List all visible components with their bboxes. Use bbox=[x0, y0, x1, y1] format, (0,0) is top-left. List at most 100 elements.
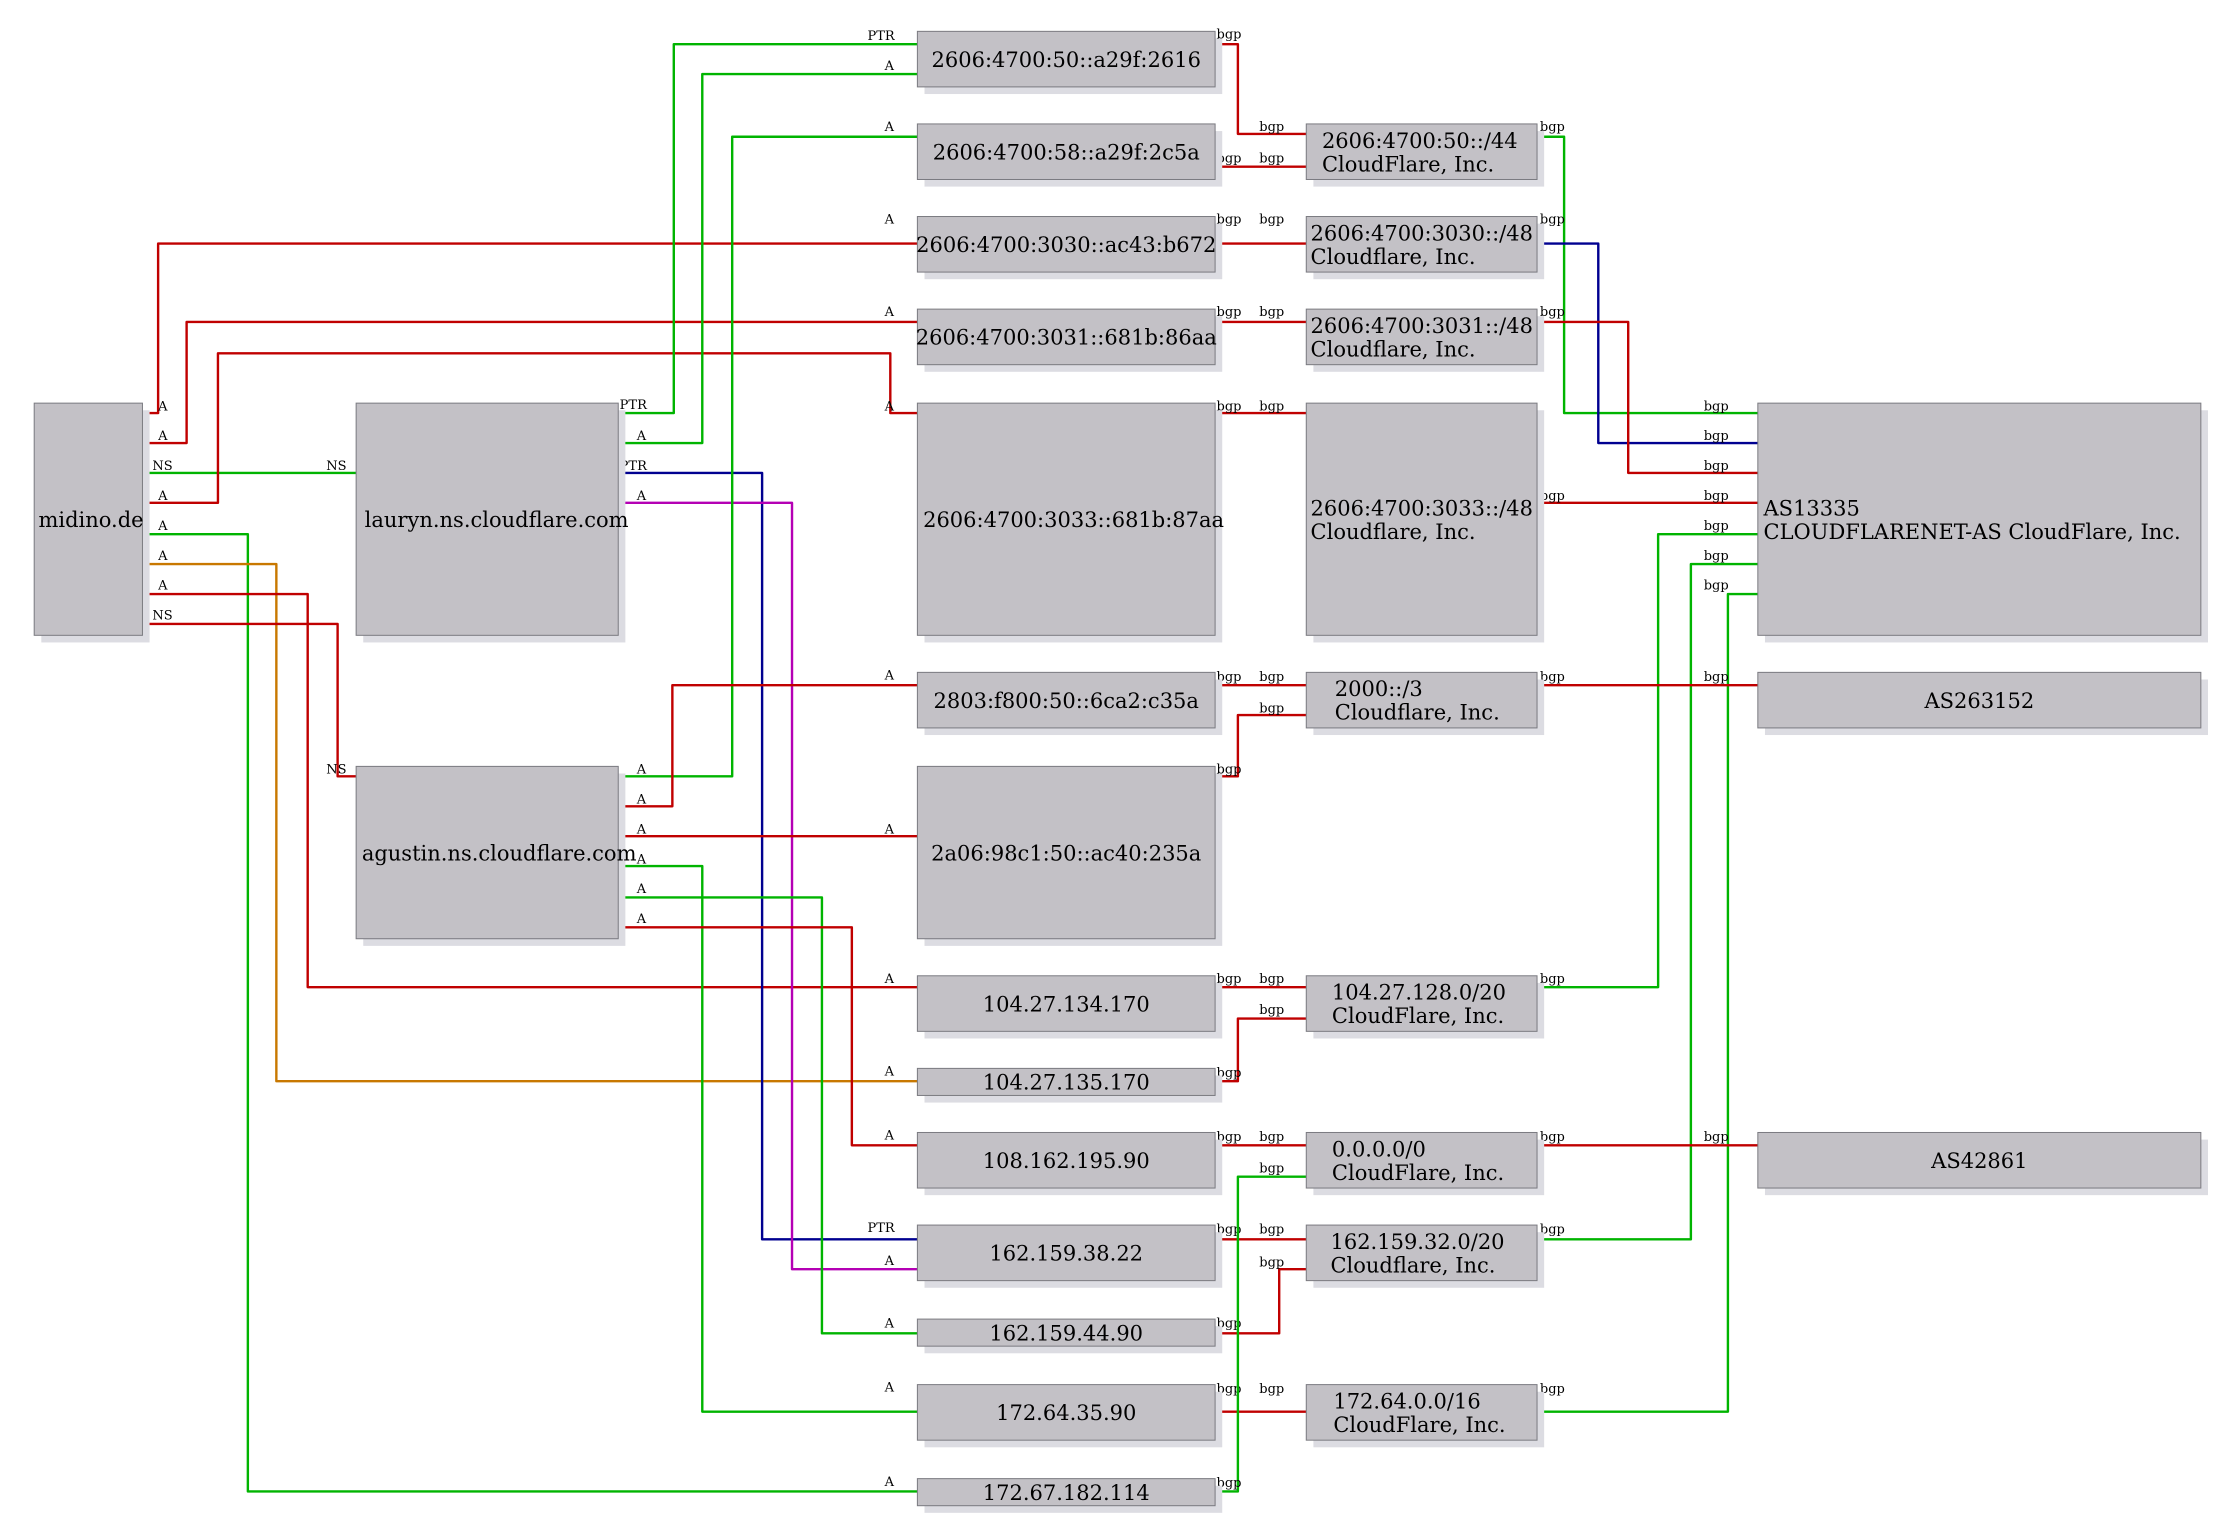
edge-midino-to-ip_172_67-a bbox=[142, 532, 918, 1493]
edge-ip_135-to-pfx_104-bgp bbox=[1215, 1017, 1307, 1083]
edge-midino-to-ip_87aa-a bbox=[142, 352, 918, 505]
edge-agustin-to-ip_c35a-a bbox=[618, 683, 918, 808]
edge-label-target: A bbox=[884, 972, 895, 987]
node-box bbox=[916, 402, 1216, 636]
edge-label-target: bgp bbox=[1259, 399, 1284, 414]
edge-label-source: A bbox=[157, 549, 168, 564]
edge-label-source: bgp bbox=[1217, 1223, 1242, 1238]
node-label: 172.64.0.0/16 bbox=[1333, 1389, 1480, 1413]
edge-label-source: bgp bbox=[1217, 27, 1242, 42]
node-as263152[interactable]: AS263152 bbox=[1757, 671, 2208, 736]
node-midino[interactable]: midino.de bbox=[33, 402, 150, 643]
node-as42861[interactable]: AS42861 bbox=[1757, 1131, 2208, 1196]
edge-pfx_3031-to-as13335-bgp bbox=[1537, 320, 1758, 475]
edge-label-target: bgp bbox=[1704, 519, 1729, 534]
edge-label-source: PTR bbox=[620, 398, 648, 413]
edge-label-source: A bbox=[157, 519, 168, 534]
node-label: 2606:4700:3033::/48 bbox=[1311, 496, 1533, 520]
node-label: 2606:4700:50::a29f:2616 bbox=[932, 48, 1201, 72]
edge-ip_2616-to-pfx_50-bgp bbox=[1215, 42, 1307, 136]
node-ip-3822[interactable]: 162.159.38.22 bbox=[916, 1224, 1223, 1288]
edge-label-source: A bbox=[157, 579, 168, 594]
edge-label-target: NS bbox=[326, 763, 346, 778]
node-label: AS13335 bbox=[1763, 496, 1860, 520]
edge-midino-to-ip_86aa-a bbox=[142, 320, 918, 445]
edge-lauryn-to-ip_3822-ptr bbox=[618, 471, 918, 1241]
node-label: agustin.ns.cloudflare.com bbox=[362, 841, 637, 865]
node-label: AS263152 bbox=[1923, 689, 2034, 713]
edge-label-target: bgp bbox=[1704, 1130, 1729, 1145]
node-label: Cloudflare, Inc. bbox=[1335, 701, 1500, 725]
edge-label-target: A bbox=[884, 1317, 895, 1332]
edge-label-target: PTR bbox=[868, 1221, 896, 1236]
edge-lauryn-to-ip_2616-a bbox=[618, 72, 918, 445]
node-ip-108[interactable]: 108.162.195.90 bbox=[916, 1131, 1223, 1196]
node-ip-134[interactable]: 104.27.134.170 bbox=[916, 975, 1223, 1039]
edge-label-target: bgp bbox=[1704, 429, 1729, 444]
node-box bbox=[1757, 1131, 2202, 1189]
node-label: 172.67.182.114 bbox=[983, 1481, 1150, 1505]
edge-ip_4490-to-pfx_162-bgp bbox=[1215, 1268, 1307, 1335]
node-box bbox=[1305, 975, 1538, 1032]
node-box bbox=[916, 308, 1216, 366]
node-box bbox=[916, 975, 1216, 1032]
edge-label-target: A bbox=[884, 213, 895, 228]
edge-midino-to-agustin-ns bbox=[142, 622, 357, 778]
edge-label-target: PTR bbox=[868, 29, 896, 44]
node-ip-2616[interactable]: 2606:4700:50::a29f:2616 bbox=[916, 30, 1223, 95]
node-label: 2606:4700:58::a29f:2c5a bbox=[933, 141, 1200, 165]
node-ip-235a[interactable]: 2a06:98c1:50::ac40:235a bbox=[916, 765, 1223, 946]
node-ip-172-64[interactable]: 172.64.35.90 bbox=[916, 1384, 1223, 1448]
node-label: lauryn.ns.cloudflare.com bbox=[365, 508, 629, 532]
edge-label-source: A bbox=[636, 882, 647, 897]
node-box bbox=[916, 1384, 1216, 1441]
node-ip-87aa[interactable]: 2606:4700:3033::681b:87aa bbox=[916, 402, 1224, 643]
node-ip-c35a[interactable]: 2803:f800:50::6ca2:c35a bbox=[916, 671, 1223, 736]
edge-midino-to-ip_b672-a bbox=[142, 242, 918, 415]
edge-label-source: A bbox=[157, 399, 168, 414]
node-box bbox=[1305, 671, 1538, 729]
edge-label-target: A bbox=[884, 1129, 895, 1144]
edge-label-target: bgp bbox=[1259, 1130, 1284, 1145]
edge-label-target: bgp bbox=[1259, 1255, 1284, 1270]
edge-label-target: bgp bbox=[1259, 1003, 1284, 1018]
node-ip-172-67[interactable]: 172.67.182.114 bbox=[916, 1478, 1223, 1513]
edge-label-target: NS bbox=[326, 459, 346, 474]
edge-label-source: bgp bbox=[1217, 763, 1242, 778]
node-label: 172.64.35.90 bbox=[996, 1401, 1136, 1425]
node-ip-2c5a[interactable]: 2606:4700:58::a29f:2c5a bbox=[916, 123, 1223, 187]
node-label: CloudFlare, Inc. bbox=[1332, 1004, 1504, 1028]
node-box bbox=[1305, 1224, 1538, 1282]
edge-label-source: bgp bbox=[1540, 120, 1565, 135]
node-agustin[interactable]: agustin.ns.cloudflare.com bbox=[355, 765, 637, 946]
node-lauryn[interactable]: lauryn.ns.cloudflare.com bbox=[355, 402, 629, 643]
edge-label-source: A bbox=[636, 429, 647, 444]
node-label: 2606:4700:3030::ac43:b672 bbox=[916, 233, 1216, 257]
edge-label-target: A bbox=[884, 120, 895, 135]
edge-label-source: bgp bbox=[1540, 1223, 1565, 1238]
edge-pfx_162-to-as13335-bgp bbox=[1537, 562, 1758, 1241]
node-label: 2606:4700:50::/44 bbox=[1322, 129, 1518, 153]
edge-label-target: bgp bbox=[1259, 305, 1284, 320]
edge-midino-to-ip_134-a bbox=[142, 592, 918, 989]
node-box bbox=[33, 402, 143, 636]
node-ip-b672[interactable]: 2606:4700:3030::ac43:b672 bbox=[916, 216, 1223, 280]
node-box bbox=[1757, 402, 2202, 636]
node-ip-86aa[interactable]: 2606:4700:3031::681b:86aa bbox=[916, 308, 1223, 372]
edge-label-target: bgp bbox=[1259, 213, 1284, 228]
node-label: 0.0.0.0/0 bbox=[1332, 1137, 1426, 1161]
node-ip-4490[interactable]: 162.159.44.90 bbox=[916, 1318, 1223, 1354]
node-ip-135[interactable]: 104.27.135.170 bbox=[916, 1067, 1223, 1103]
edge-label-target: A bbox=[884, 1254, 895, 1269]
